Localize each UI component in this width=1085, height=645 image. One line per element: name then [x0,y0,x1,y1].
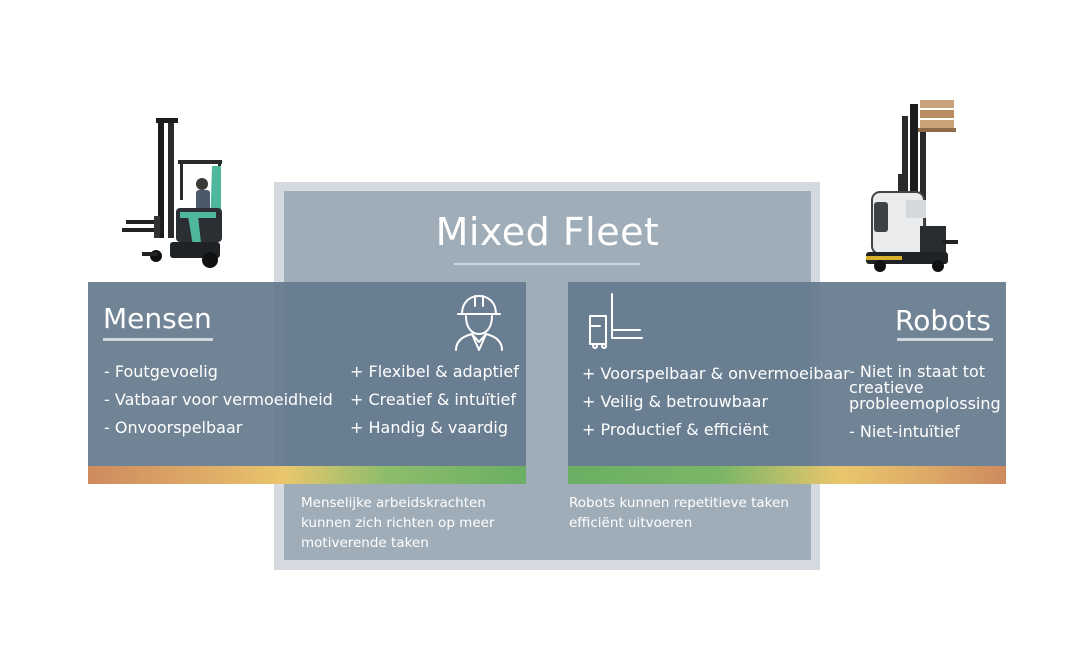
robots-note: Robots kunnen repetitieve taken efficiën… [569,493,804,533]
mensen-minus-item: - Onvoorspelbaar [104,418,243,437]
mensen-heading: Mensen [103,302,212,335]
mensen-minus-item: - Vatbaar voor vermoeidheid [104,390,333,409]
manual-reach-truck-image [122,118,222,268]
mensen-note-line: Menselijke arbeidskrachten [301,495,486,511]
mensen-note-line: kunnen zich richten op meer [301,515,495,531]
robots-box [568,282,1006,466]
mensen-plus-item: + Handig & vaardig [350,418,509,437]
mensen-plus-item: + Flexibel & adaptief [350,362,519,381]
mensen-minus-item: - Foutgevoelig [104,362,218,381]
robots-gradient-bar [568,466,1006,484]
mensen-heading-underline [103,338,213,341]
forklift-icon [589,293,643,349]
robots-plus-item: + Veilig & betrouwbaar [582,392,769,411]
robots-heading-underline [897,338,993,341]
title-divider [454,263,640,265]
autonomous-reach-truck-image [866,100,958,272]
robots-heading: Robots [895,304,991,337]
robots-plus-item: + Productief & efficiënt [582,420,769,439]
robots-minus-item: - Niet in staat tot creatieve probleemop… [849,362,1001,413]
mensen-gradient-bar [88,466,526,484]
robots-note-line: Robots kunnen repetitieve taken [569,495,789,511]
robots-minus-item: - Niet-intuïtief [849,422,960,441]
mensen-box [88,282,526,466]
robots-note-line: efficiënt uitvoeren [569,515,693,531]
mensen-note: Menselijke arbeidskrachten kunnen zich r… [301,493,521,553]
page-title: Mixed Fleet [435,210,660,254]
worker-hardhat-icon [455,295,503,351]
mensen-plus-item: + Creatief & intuïtief [350,390,517,409]
robots-plus-item: + Voorspelbaar & onvermoeibaar [582,364,850,383]
mensen-note-line: motiverende taken [301,535,429,551]
